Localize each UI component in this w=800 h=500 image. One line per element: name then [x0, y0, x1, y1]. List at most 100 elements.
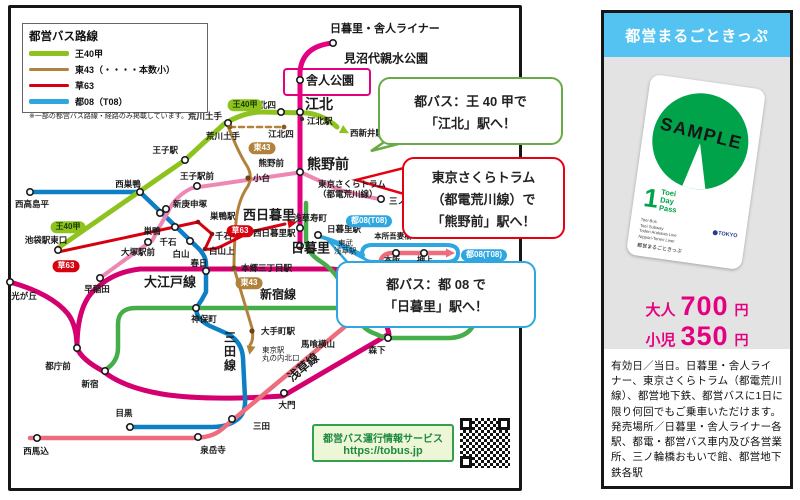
description-line: 所、三ノ輪橋おもいで館、都営地下 — [611, 451, 782, 464]
legend-row: 東43（・・・・本数小） — [29, 63, 201, 76]
bubble-to08: 都バス：都 08 で「日暮里」駅へ！ — [336, 261, 536, 328]
logo-word: Pass — [658, 203, 678, 215]
bubble-ou40: 都バス：王 40 甲で「江北」駅へ！ — [378, 77, 563, 145]
route-badge: 東43 — [235, 277, 263, 289]
map-label: 森下 — [368, 345, 386, 355]
route-badge: 都08(T08) — [460, 249, 508, 261]
description-line: 有効日／当日。日暮里・舎人ライ — [611, 360, 772, 372]
route-badge: 王40甲 — [50, 221, 86, 233]
route-badge: 東43 — [248, 142, 276, 154]
description-line: 駅、都電・都営バス車内及び各営業 — [611, 436, 783, 449]
legend-swatch-ou40 — [29, 51, 69, 56]
logo-digit: 1 — [641, 182, 661, 214]
map-label: 大手町駅 — [261, 326, 296, 336]
legend-row: 王40甲 — [29, 47, 201, 60]
bubble-text-line: 「熊野前」駅へ！ — [431, 213, 536, 229]
ticket-notch — [681, 141, 712, 191]
map-label: 西新井駅 — [350, 128, 385, 138]
description-line: 発売場所／日暮里・舎人ライナー各 — [611, 420, 782, 433]
qr-finder-icon — [460, 456, 472, 468]
route-badge: 都08(T08) — [345, 215, 393, 227]
map-label: 日暮里 — [291, 240, 331, 256]
map-label: 新庚申塚 — [173, 199, 208, 209]
map-label: 泉岳寺 — [200, 445, 226, 455]
sample-ticket-card: SAMPLE 1 Toei Day Pass Toei Bus Toei Sub… — [625, 73, 767, 271]
ticket-valid-lines: Toei Bus Toei Subway Toden Arakawa Line … — [638, 217, 679, 245]
price-child-label: 小児 — [645, 332, 676, 349]
map-label: 白山 — [172, 249, 190, 259]
map-label: 浅草寿町 — [293, 213, 328, 223]
map-label: 小台 — [253, 173, 271, 183]
map-label: 馬喰横山 — [300, 339, 336, 349]
map-label: 荒川土手 — [205, 131, 240, 141]
toneri-koen-highlight-box — [283, 68, 371, 96]
price-child-unit: 円 — [734, 332, 749, 348]
ticket-info-panel: 都営まるごときっぷ SAMPLE 1 Toei Day Pass Toei Bu… — [601, 10, 793, 489]
map-label: 王子駅前 — [179, 171, 215, 181]
price-adult-value: 700 — [680, 291, 729, 321]
bubble-text-line: 都バス：都 08 で — [386, 277, 486, 292]
map-label: 見沼代親水公園 — [344, 51, 429, 66]
qr-code — [458, 416, 512, 470]
map-label: 三田線 — [222, 331, 237, 373]
qr-finder-icon — [498, 418, 510, 430]
legend-label-kusa63: 草63 — [75, 81, 95, 91]
map-label: 新宿 — [81, 379, 99, 389]
logo-words: Toei Day Pass — [658, 187, 680, 215]
map-label: 目黒 — [115, 408, 133, 418]
bubble-sakura-tram: 東京さくらトラム （都電荒川線）で「熊野前」駅へ！ — [402, 157, 565, 239]
legend-row: 都08（T08） — [29, 95, 201, 108]
map-label: 千石 — [159, 237, 177, 247]
map-label: 早稲田 — [84, 284, 110, 294]
map-label: 白山上 — [209, 246, 235, 256]
map-label: 西巣鴨 — [115, 179, 141, 189]
map-label: 日暮里・舎人ライナー — [330, 23, 440, 35]
map-label: 西馬込 — [23, 446, 49, 456]
description-line: 線）、都営地下鉄、都営バスに1日に — [611, 390, 783, 403]
map-label: 大塚駅前 — [120, 247, 156, 257]
legend-row: 草63 — [29, 79, 201, 92]
description-line: 鉄各駅 — [611, 466, 644, 479]
price-child-value: 350 — [680, 321, 729, 351]
legend-label-to08: 都08（T08） — [75, 97, 128, 107]
price-adult-label: 大人 — [645, 302, 676, 319]
bubble-text-line: 「日暮里」駅へ！ — [383, 299, 488, 314]
map-label: （都電荒川線） — [318, 189, 378, 199]
map-label: 神保町 — [191, 314, 217, 324]
legend-label-higashi43: 東43（・・・・本数小） — [75, 65, 176, 75]
map-label: 西高島平 — [14, 199, 50, 209]
one-day-pass-logo: 1 Toei Day Pass — [641, 182, 680, 215]
legend-swatch-to08 — [29, 99, 69, 104]
legend-label-ou40: 王40甲 — [75, 49, 104, 59]
map-label: 江北駅 — [307, 116, 333, 126]
tobus-service-name: 都営バス運行情報サービス — [323, 434, 443, 445]
bubble-text-line: （都電荒川線）で — [431, 191, 536, 207]
map-label: 三田 — [253, 421, 271, 431]
bubble-text-line: 東京さくらトラム — [431, 169, 536, 185]
map-label: 大門 — [278, 400, 296, 410]
bubble-text-line: 「江北」駅へ！ — [424, 115, 516, 131]
map-label: 池袋駅東口 — [24, 235, 68, 245]
map-label: 光が丘 — [11, 291, 37, 301]
tokyo-logo: TOKYO — [711, 229, 738, 240]
map-label: 大江戸線 — [143, 274, 197, 290]
tokyo-logo-text: TOKYO — [717, 230, 738, 240]
map-label: 浅草駅 — [334, 246, 357, 256]
ticket-description: 有効日／当日。日暮里・舎人ライナー、東京さくらトラム（都電荒川線）、都営地下鉄、… — [604, 349, 790, 491]
map-label: 熊野前 — [307, 156, 349, 172]
map-label: 王子駅 — [152, 145, 178, 155]
map-label: 西日暮里駅 — [253, 228, 296, 238]
legend-swatch-kusa63 — [29, 84, 69, 87]
legend-box: 都営バス路線 王40甲 東43（・・・・本数小） 草63 都08（T08） ※一… — [22, 23, 208, 120]
tobus-url-link[interactable]: https://tobus.jp — [343, 445, 423, 457]
map-label: 新宿線 — [259, 287, 297, 302]
map-label: 江北四 — [268, 129, 294, 139]
tobus-info-box: 都営バス運行情報サービス https://tobus.jp — [312, 424, 454, 462]
map-label: 巣鴨 — [143, 226, 161, 236]
legend-note: ※一部の都営バス路線・経路のみ掲載しています。 — [29, 113, 188, 120]
map-label: 巣鴨駅 — [210, 211, 236, 221]
qr-finder-icon — [460, 418, 472, 430]
